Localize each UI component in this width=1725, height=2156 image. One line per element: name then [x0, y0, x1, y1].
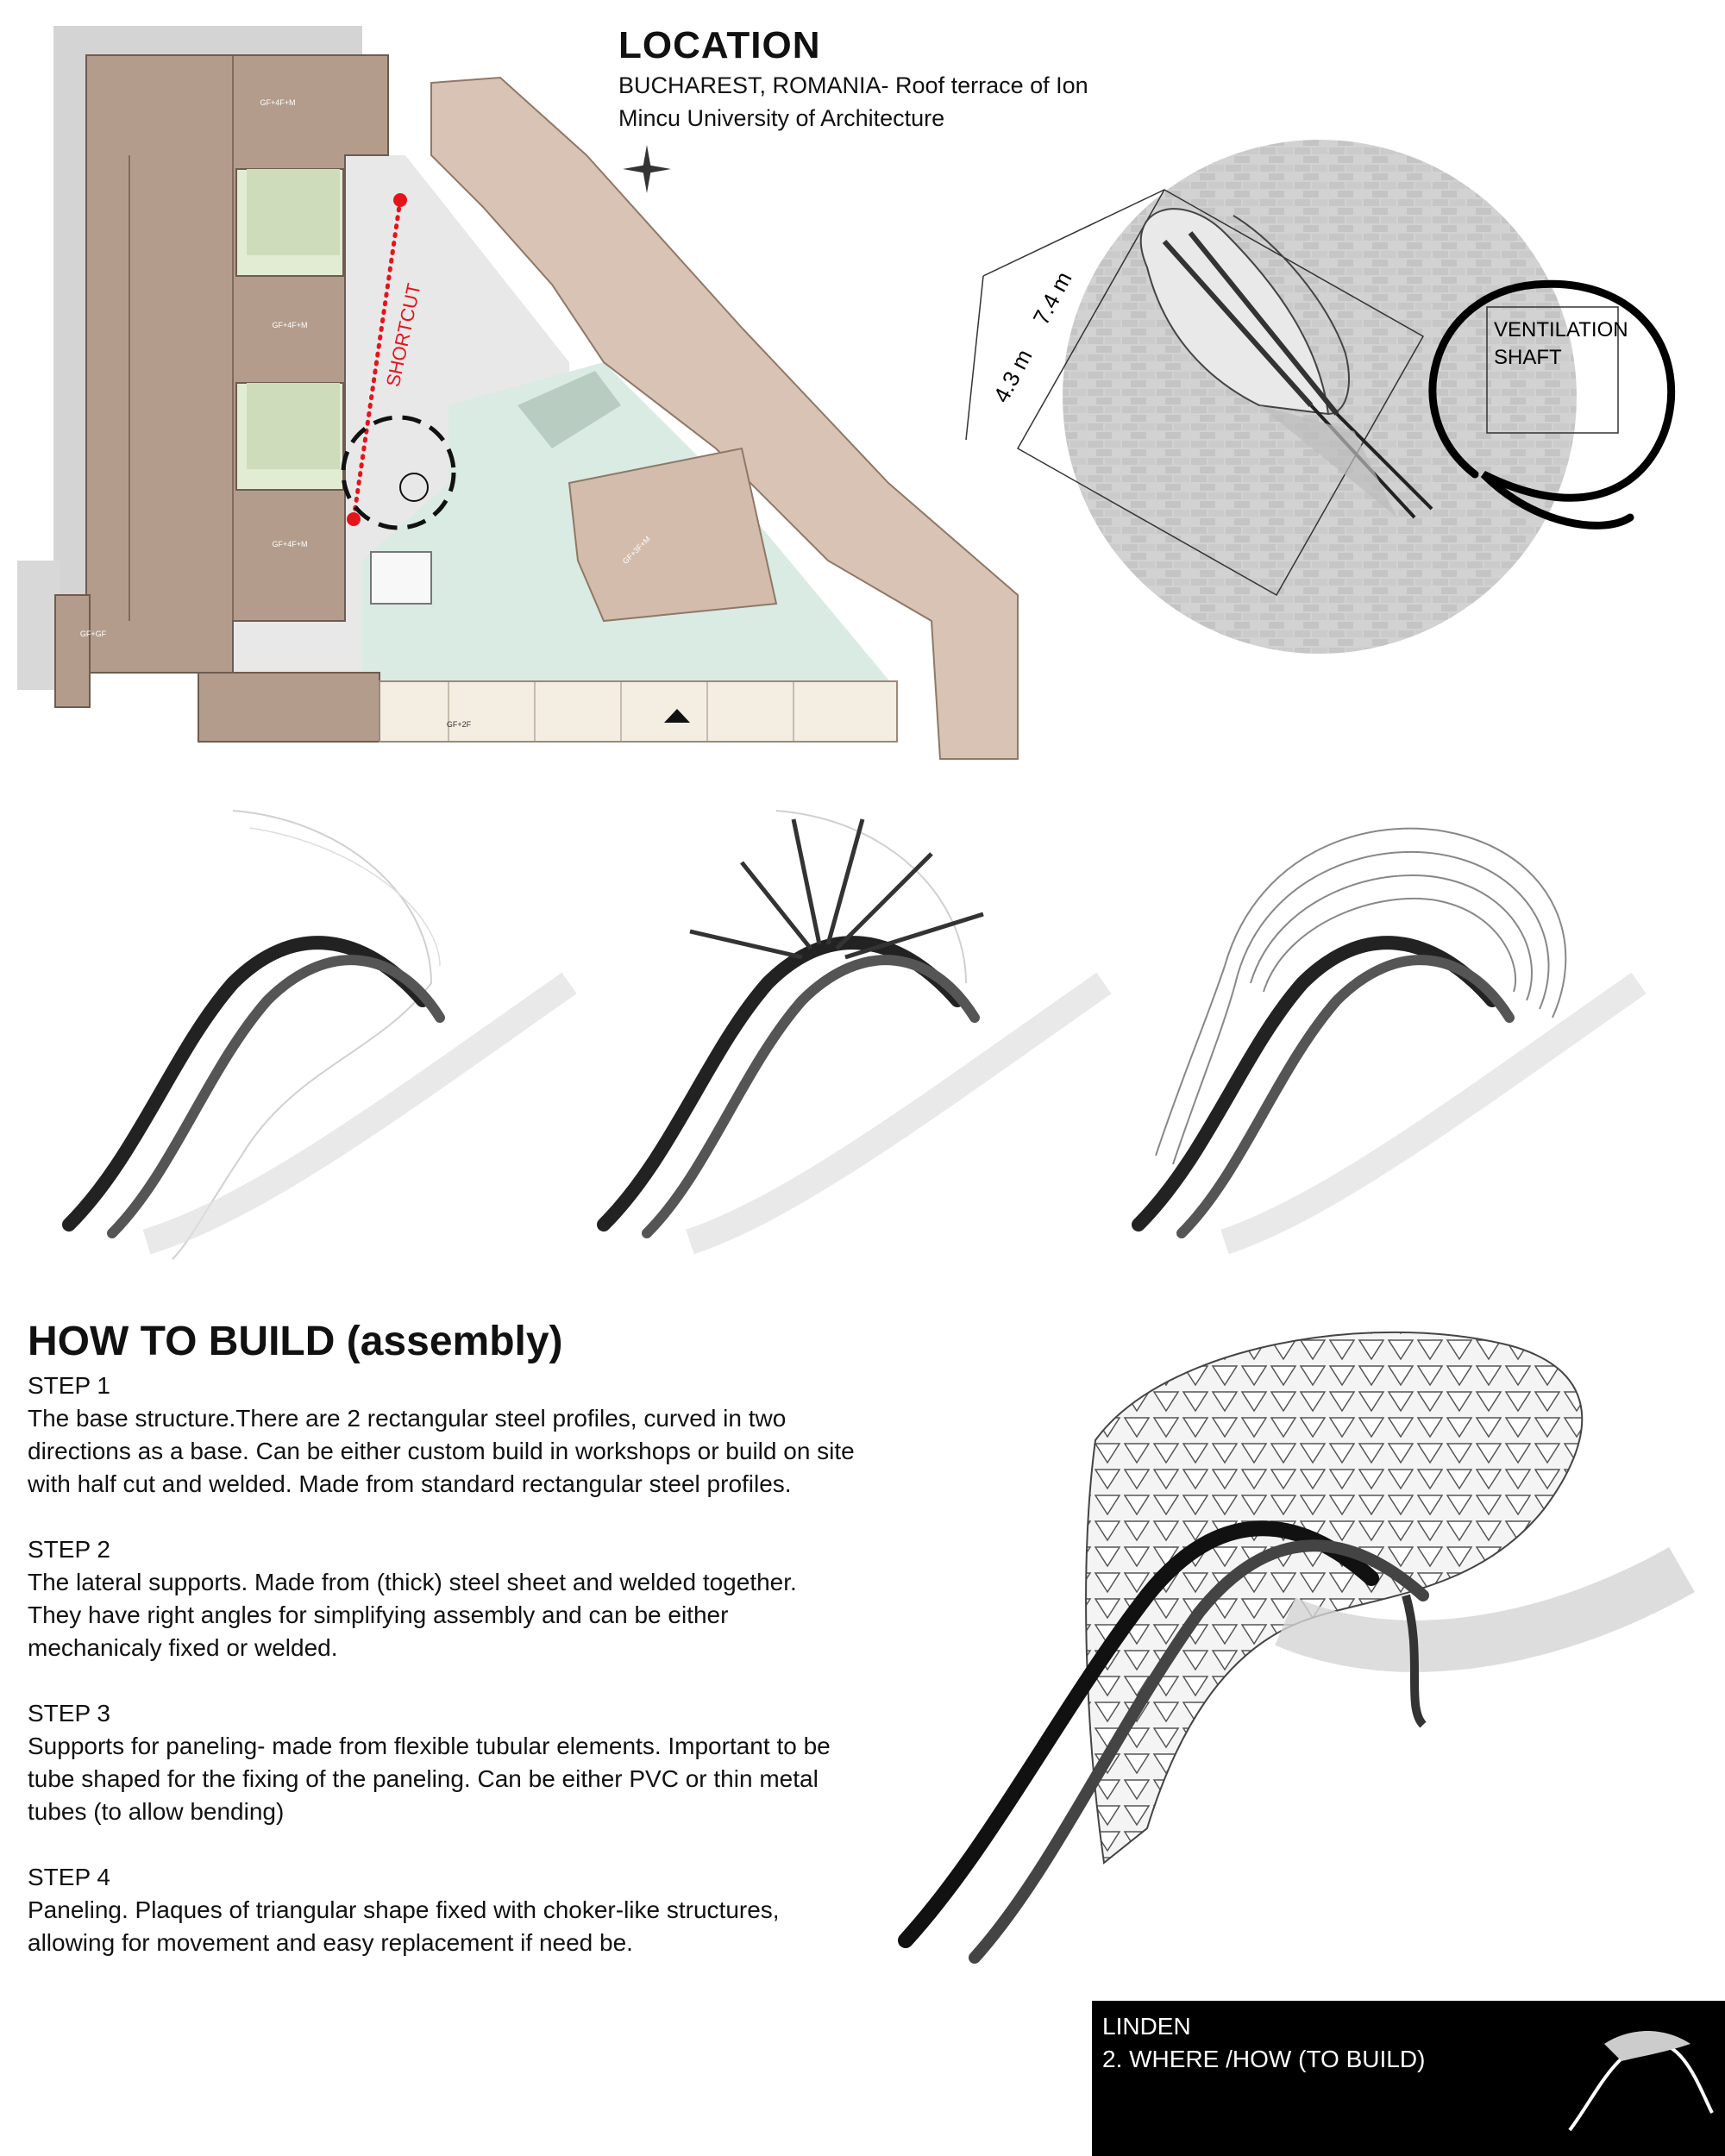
pavilion-top-view [1140, 208, 1433, 519]
assembly-title: HOW TO BUILD (assembly) [28, 1319, 563, 1364]
location-title: LOCATION [618, 24, 821, 66]
project-name: LINDEN [1102, 2013, 1191, 2040]
central-block [568, 447, 778, 623]
dimension-line-width [965, 275, 984, 441]
label-west-south: GF+4F+M [272, 540, 307, 548]
step-2-text: The lateral supports. Made from (thick) … [28, 1569, 797, 1661]
shaft-label-line-2: SHAFT [1494, 346, 1562, 369]
south-block [198, 672, 380, 743]
footprint-frame [1016, 188, 1425, 597]
label-west-mid: GF+4F+M [272, 321, 307, 329]
west-building [85, 54, 389, 674]
location-line-2: Mincu University of Architecture [618, 105, 945, 131]
pavilion-location-marker [341, 415, 456, 530]
green-terrace-shade [518, 371, 621, 448]
assembly-steps: STEP 1 The base structure.There are 2 re… [28, 1369, 856, 1992]
step-3-base-profile-2 [1176, 955, 1515, 1238]
south-row-building [379, 680, 898, 743]
step-1-label: STEP 1 [28, 1372, 110, 1399]
step-1-drawing [62, 810, 577, 1260]
step-3-base-profile-1 [1132, 936, 1499, 1232]
plan-entrance-arrow [664, 709, 690, 723]
site-plan: GF+4F+M GF+4F+M GF+4F+M GF+GF GF+2F GF+3… [17, 26, 1019, 760]
step-1-text: The base structure.There are 2 rectangul… [28, 1405, 855, 1497]
final-shadow [1275, 1546, 1695, 1672]
north-arrow-icon [623, 145, 671, 193]
shortcut-end [347, 512, 361, 526]
step-2-drawing [597, 810, 1112, 1255]
step-2-base-profile-2 [642, 955, 980, 1238]
ventilation-shaft-plan [399, 473, 429, 502]
step-4-label: STEP 4 [28, 1864, 110, 1890]
title-block [1092, 2001, 1725, 2156]
plan-shadow-sw [17, 561, 60, 690]
step-2-lateral-supports [689, 818, 984, 960]
diagonal-building [430, 76, 1019, 760]
step-3-drawing [1132, 827, 1647, 1255]
location-line-1: BUCHAREST, ROMANIA- Roof terrace of Ion [618, 72, 1088, 98]
location-description: BUCHAREST, ROMANIA- Roof terrace of Ion … [618, 69, 1222, 135]
step-3-text: Supports for paneling- made from flexibl… [28, 1733, 831, 1825]
step-3-label: STEP 3 [28, 1700, 110, 1727]
step-2-base-profile-1 [597, 936, 964, 1232]
final-base-profile-2 [969, 1539, 1429, 1964]
site-detail-view: 7.4 m 4.3 m VENTILATION SHAFT [965, 140, 1676, 654]
sheet-title: 2. WHERE /HOW (TO BUILD) [1102, 2046, 1426, 2072]
step-3-tubular-supports [1155, 827, 1567, 1165]
label-south-row: GF+2F [447, 720, 472, 729]
final-rear-support [1402, 1594, 1427, 1728]
assembly-sequence [62, 810, 1647, 1260]
step-2-label: STEP 2 [28, 1536, 110, 1563]
label-west-north: GF+4F+M [260, 98, 295, 107]
shortcut-start [393, 193, 407, 207]
final-base-profile-1 [898, 1520, 1379, 1948]
dimension-line-length [982, 189, 1165, 277]
ventilation-shaft-box [1486, 306, 1619, 434]
step-4-text: Paneling. Plaques of triangular shape fi… [28, 1896, 780, 1956]
rooftop-kiosk [370, 551, 432, 605]
shaft-label-line-1: VENTILATION [1494, 318, 1628, 342]
label-sw-wing: GF+GF [80, 630, 107, 638]
final-pavilion-drawing [898, 1331, 1695, 1964]
shortcut-path [351, 197, 403, 522]
ventilation-spiral-mark [1428, 279, 1676, 530]
dimension-length-label: 7.4 m [1028, 267, 1077, 329]
sw-wing [54, 594, 91, 708]
step-1-base-profile-2 [107, 955, 445, 1238]
final-paneling-canopy [1085, 1331, 1584, 1865]
dimension-width-label: 4.3 m [988, 345, 1038, 407]
pavilion-logo-icon [1568, 2031, 1714, 2132]
step-1-base-profile-1 [62, 936, 430, 1232]
